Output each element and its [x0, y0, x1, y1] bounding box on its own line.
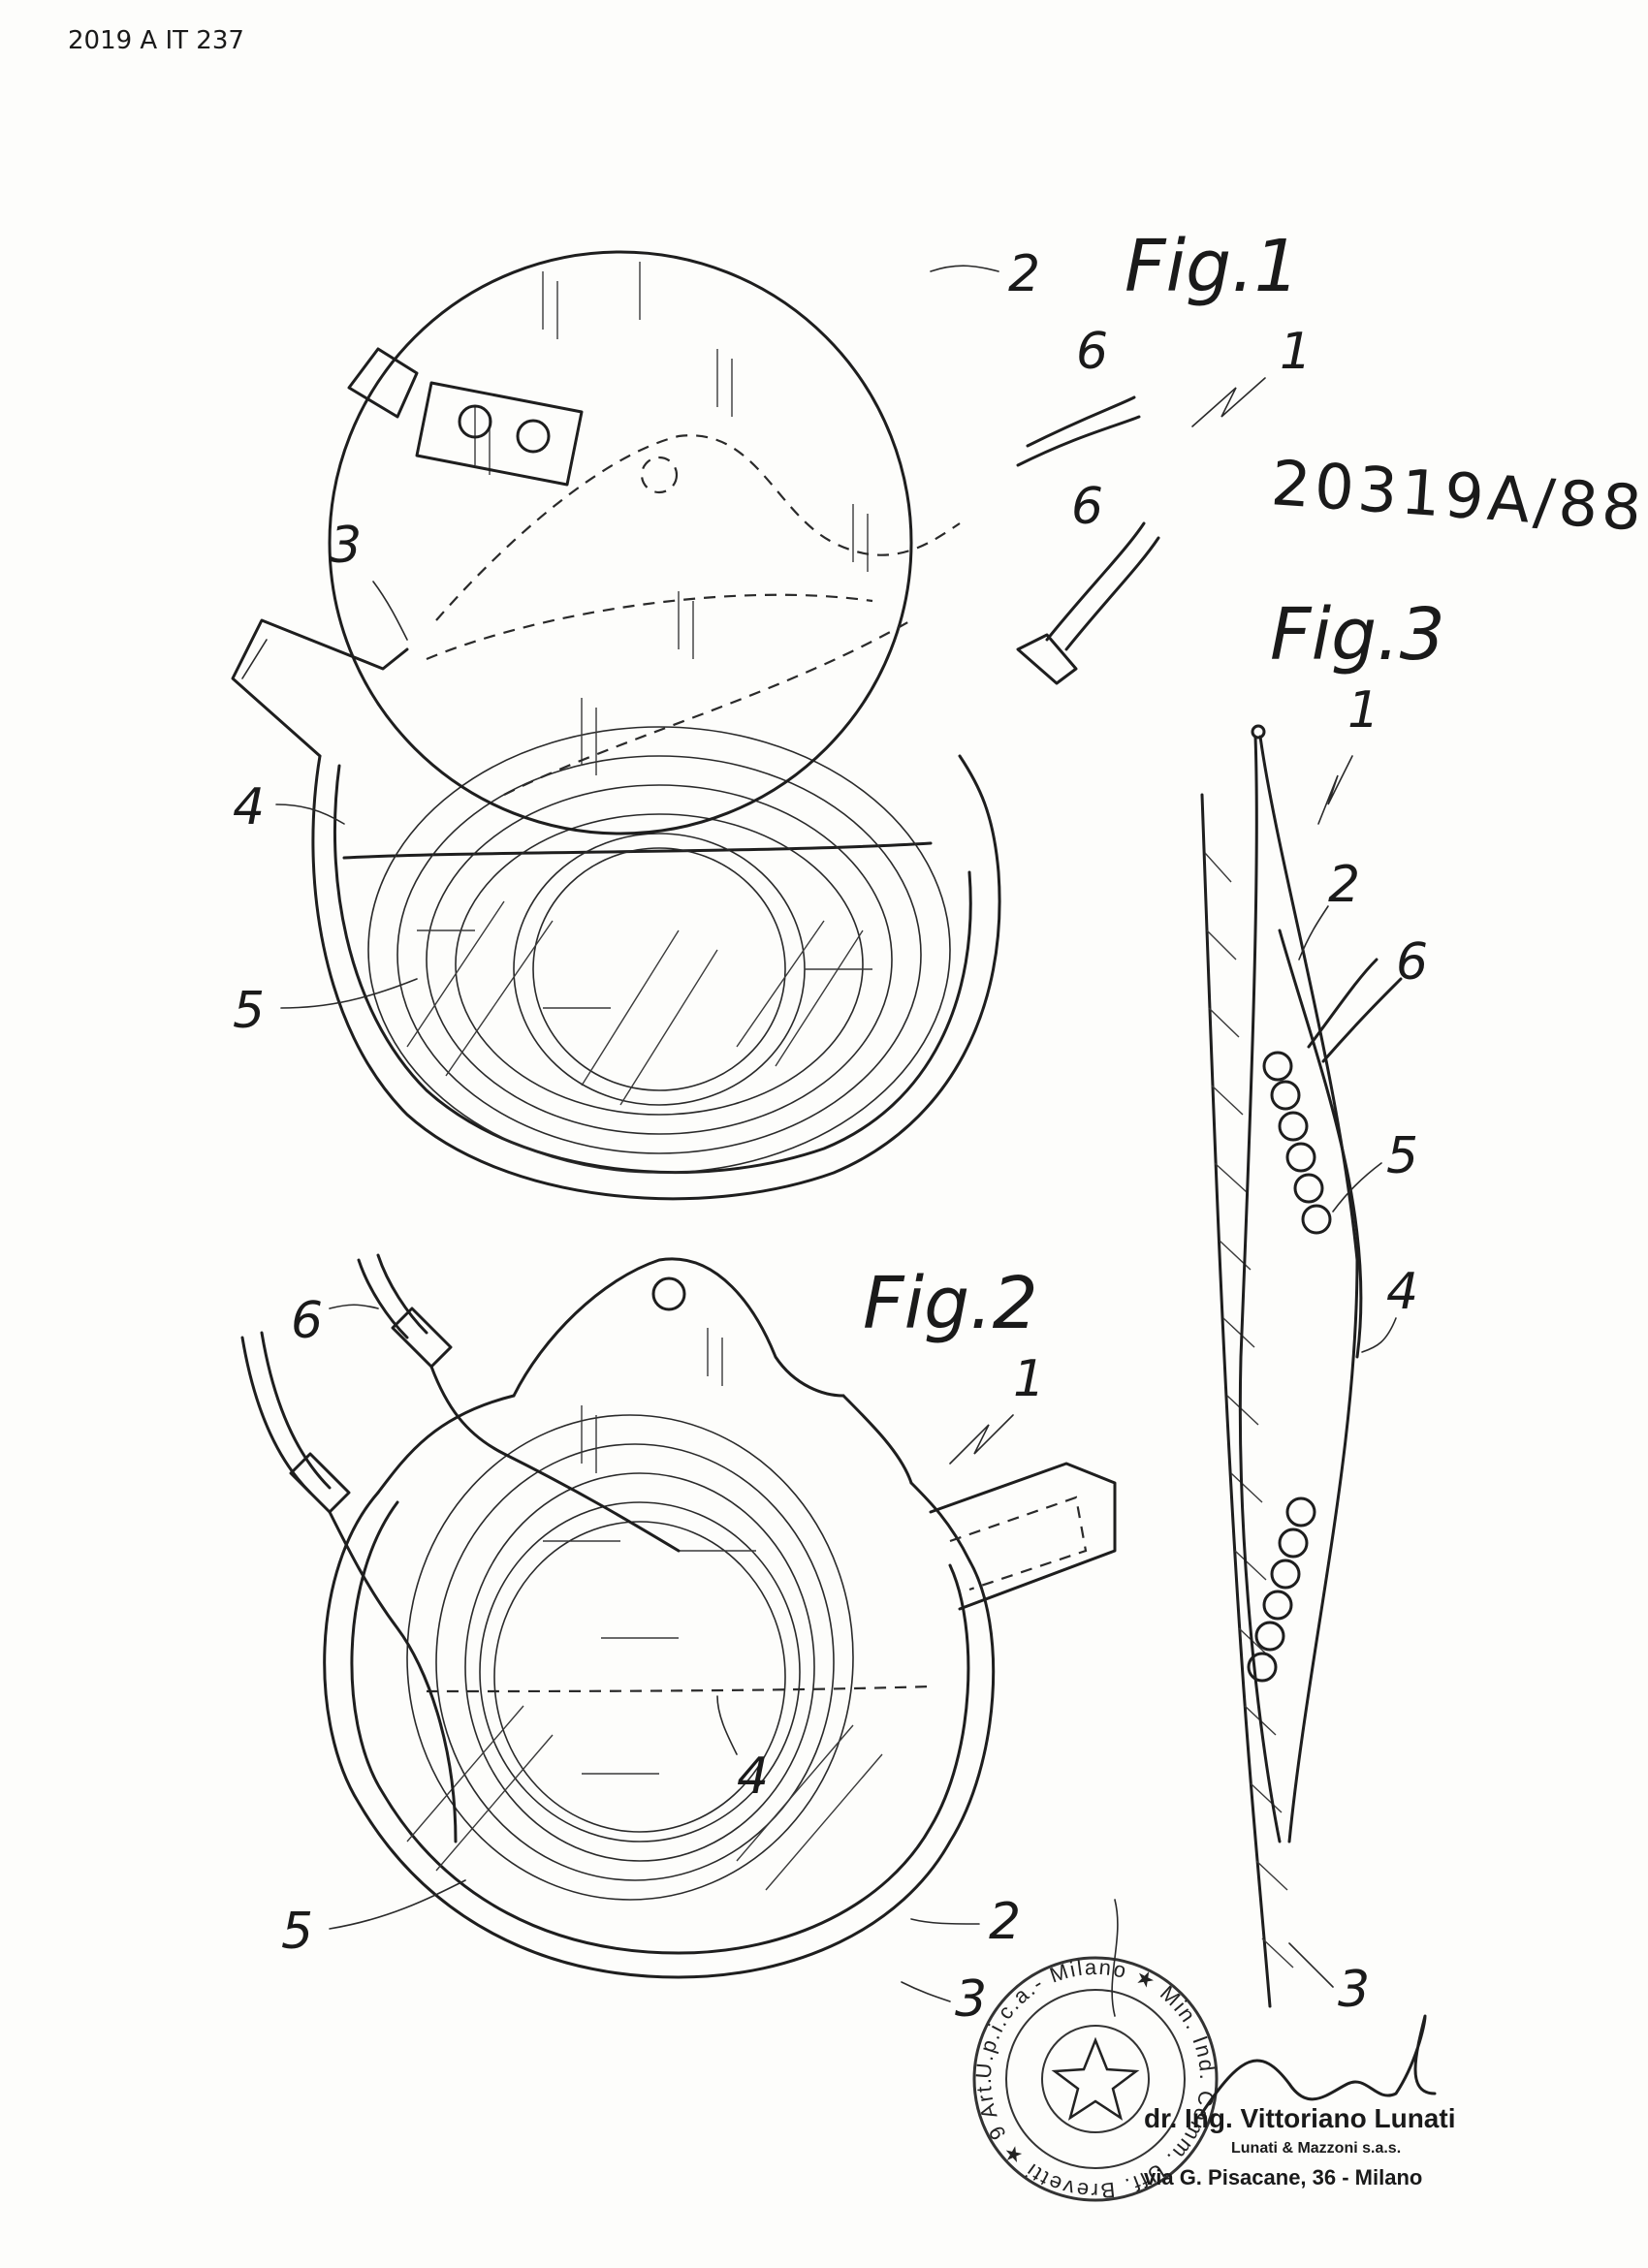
fig2-ref-1: 1 — [1013, 1350, 1045, 1408]
fig1-ref-1: 1 — [1280, 323, 1312, 381]
fig3-tube-a — [1307, 958, 1379, 1049]
fig3-tube-sections — [1247, 1051, 1332, 1683]
fig1-spout — [231, 618, 409, 758]
attorney-name: dr. Ing. Vittoriano Lunati — [1144, 2103, 1456, 2133]
fig1-ref-4: 4 — [233, 778, 265, 836]
signature — [1200, 2014, 1437, 2115]
fig2-tube-mid — [357, 1258, 409, 1339]
fig1-cover-disc — [328, 250, 913, 835]
fig3-ref-3: 3 — [1338, 1961, 1370, 2019]
fig2-ref-2: 2 — [989, 1893, 1021, 1951]
fig1-tube-lower — [1045, 521, 1146, 642]
fig3-body-wall — [1200, 793, 1272, 2008]
fig1-hanging-clip — [347, 347, 584, 487]
fig3-ref-6: 6 — [1396, 933, 1428, 992]
attorney-block: dr. Ing. Vittoriano Lunati Lunati & Mazz… — [1144, 2016, 1493, 2190]
fig1-ref-3: 3 — [330, 517, 362, 575]
fig3-wall-hatching — [1204, 852, 1294, 1969]
fig1-tube-upper — [1026, 395, 1136, 448]
fig2-spout — [929, 1462, 1117, 1611]
fig2-tube-left — [240, 1336, 312, 1495]
fig3-label: Fig.3 — [1270, 593, 1445, 677]
fig2-water-line — [426, 1685, 932, 1693]
fig3-ref-1: 1 — [1347, 681, 1379, 740]
figure-1: Fig.1 2 1 6 6 3 4 5 — [231, 225, 1312, 1201]
fig3-bag-inner-side — [1238, 735, 1282, 1843]
fig1-disc-hatching — [474, 262, 869, 775]
fig1-ref-5: 5 — [233, 982, 265, 1040]
fig3-ref-4: 4 — [1386, 1263, 1418, 1321]
attorney-address: via G. Pisacane, 36 - Milano — [1144, 2165, 1423, 2189]
fig2-hang-hole — [651, 1276, 686, 1311]
fig3-bag-outer-side — [1258, 735, 1359, 1843]
fig1-tube-connector — [1016, 633, 1078, 685]
fig2-ref-6: 6 — [291, 1292, 323, 1350]
fig1-hatching — [406, 900, 872, 1106]
fig2-bag-outline — [323, 1481, 996, 1979]
fig3-ref-2: 2 — [1328, 856, 1360, 914]
fig2-label: Fig.2 — [863, 1262, 1038, 1345]
fig1-ref-6-lower: 6 — [1071, 478, 1103, 536]
application-number: 20319A/88 — [1269, 448, 1648, 546]
fig3-tube-b — [1321, 977, 1403, 1063]
fig2-ref-5: 5 — [281, 1903, 313, 1961]
fig2-bag-inner-outline — [350, 1500, 970, 1955]
fig1-tube-coils — [367, 726, 951, 1174]
fig1-ref-6-upper: 6 — [1076, 323, 1108, 381]
fig1-bag-outline — [311, 754, 1001, 1201]
header-code: 2019 A IT 237 — [68, 26, 244, 55]
figure-3: Fig.3 1 2 6 5 4 3 — [1200, 593, 1445, 2019]
fig2-ref-3: 3 — [955, 1970, 987, 2029]
fig2-ref-4: 4 — [737, 1748, 769, 1806]
fig1-label: Fig.1 — [1125, 225, 1300, 308]
fig3-ref-5: 5 — [1386, 1127, 1418, 1185]
figure-2: Fig.2 1 6 4 2 3 5 — [240, 1253, 1117, 2029]
fig2-tube-connector-left — [289, 1452, 351, 1514]
fig2-tube-coils — [406, 1414, 854, 1901]
attorney-firm: Lunati & Mazzoni s.a.s. — [1231, 2140, 1402, 2157]
fig2-hanging-tab — [512, 1257, 845, 1398]
fig1-bag-inner-outline — [333, 764, 972, 1175]
fig1-ref-2: 2 — [1008, 245, 1040, 303]
fig3-cover-profile — [1278, 929, 1363, 1359]
fig2-hatching — [406, 1328, 883, 1891]
fig2-tube-connector-mid — [391, 1307, 453, 1369]
